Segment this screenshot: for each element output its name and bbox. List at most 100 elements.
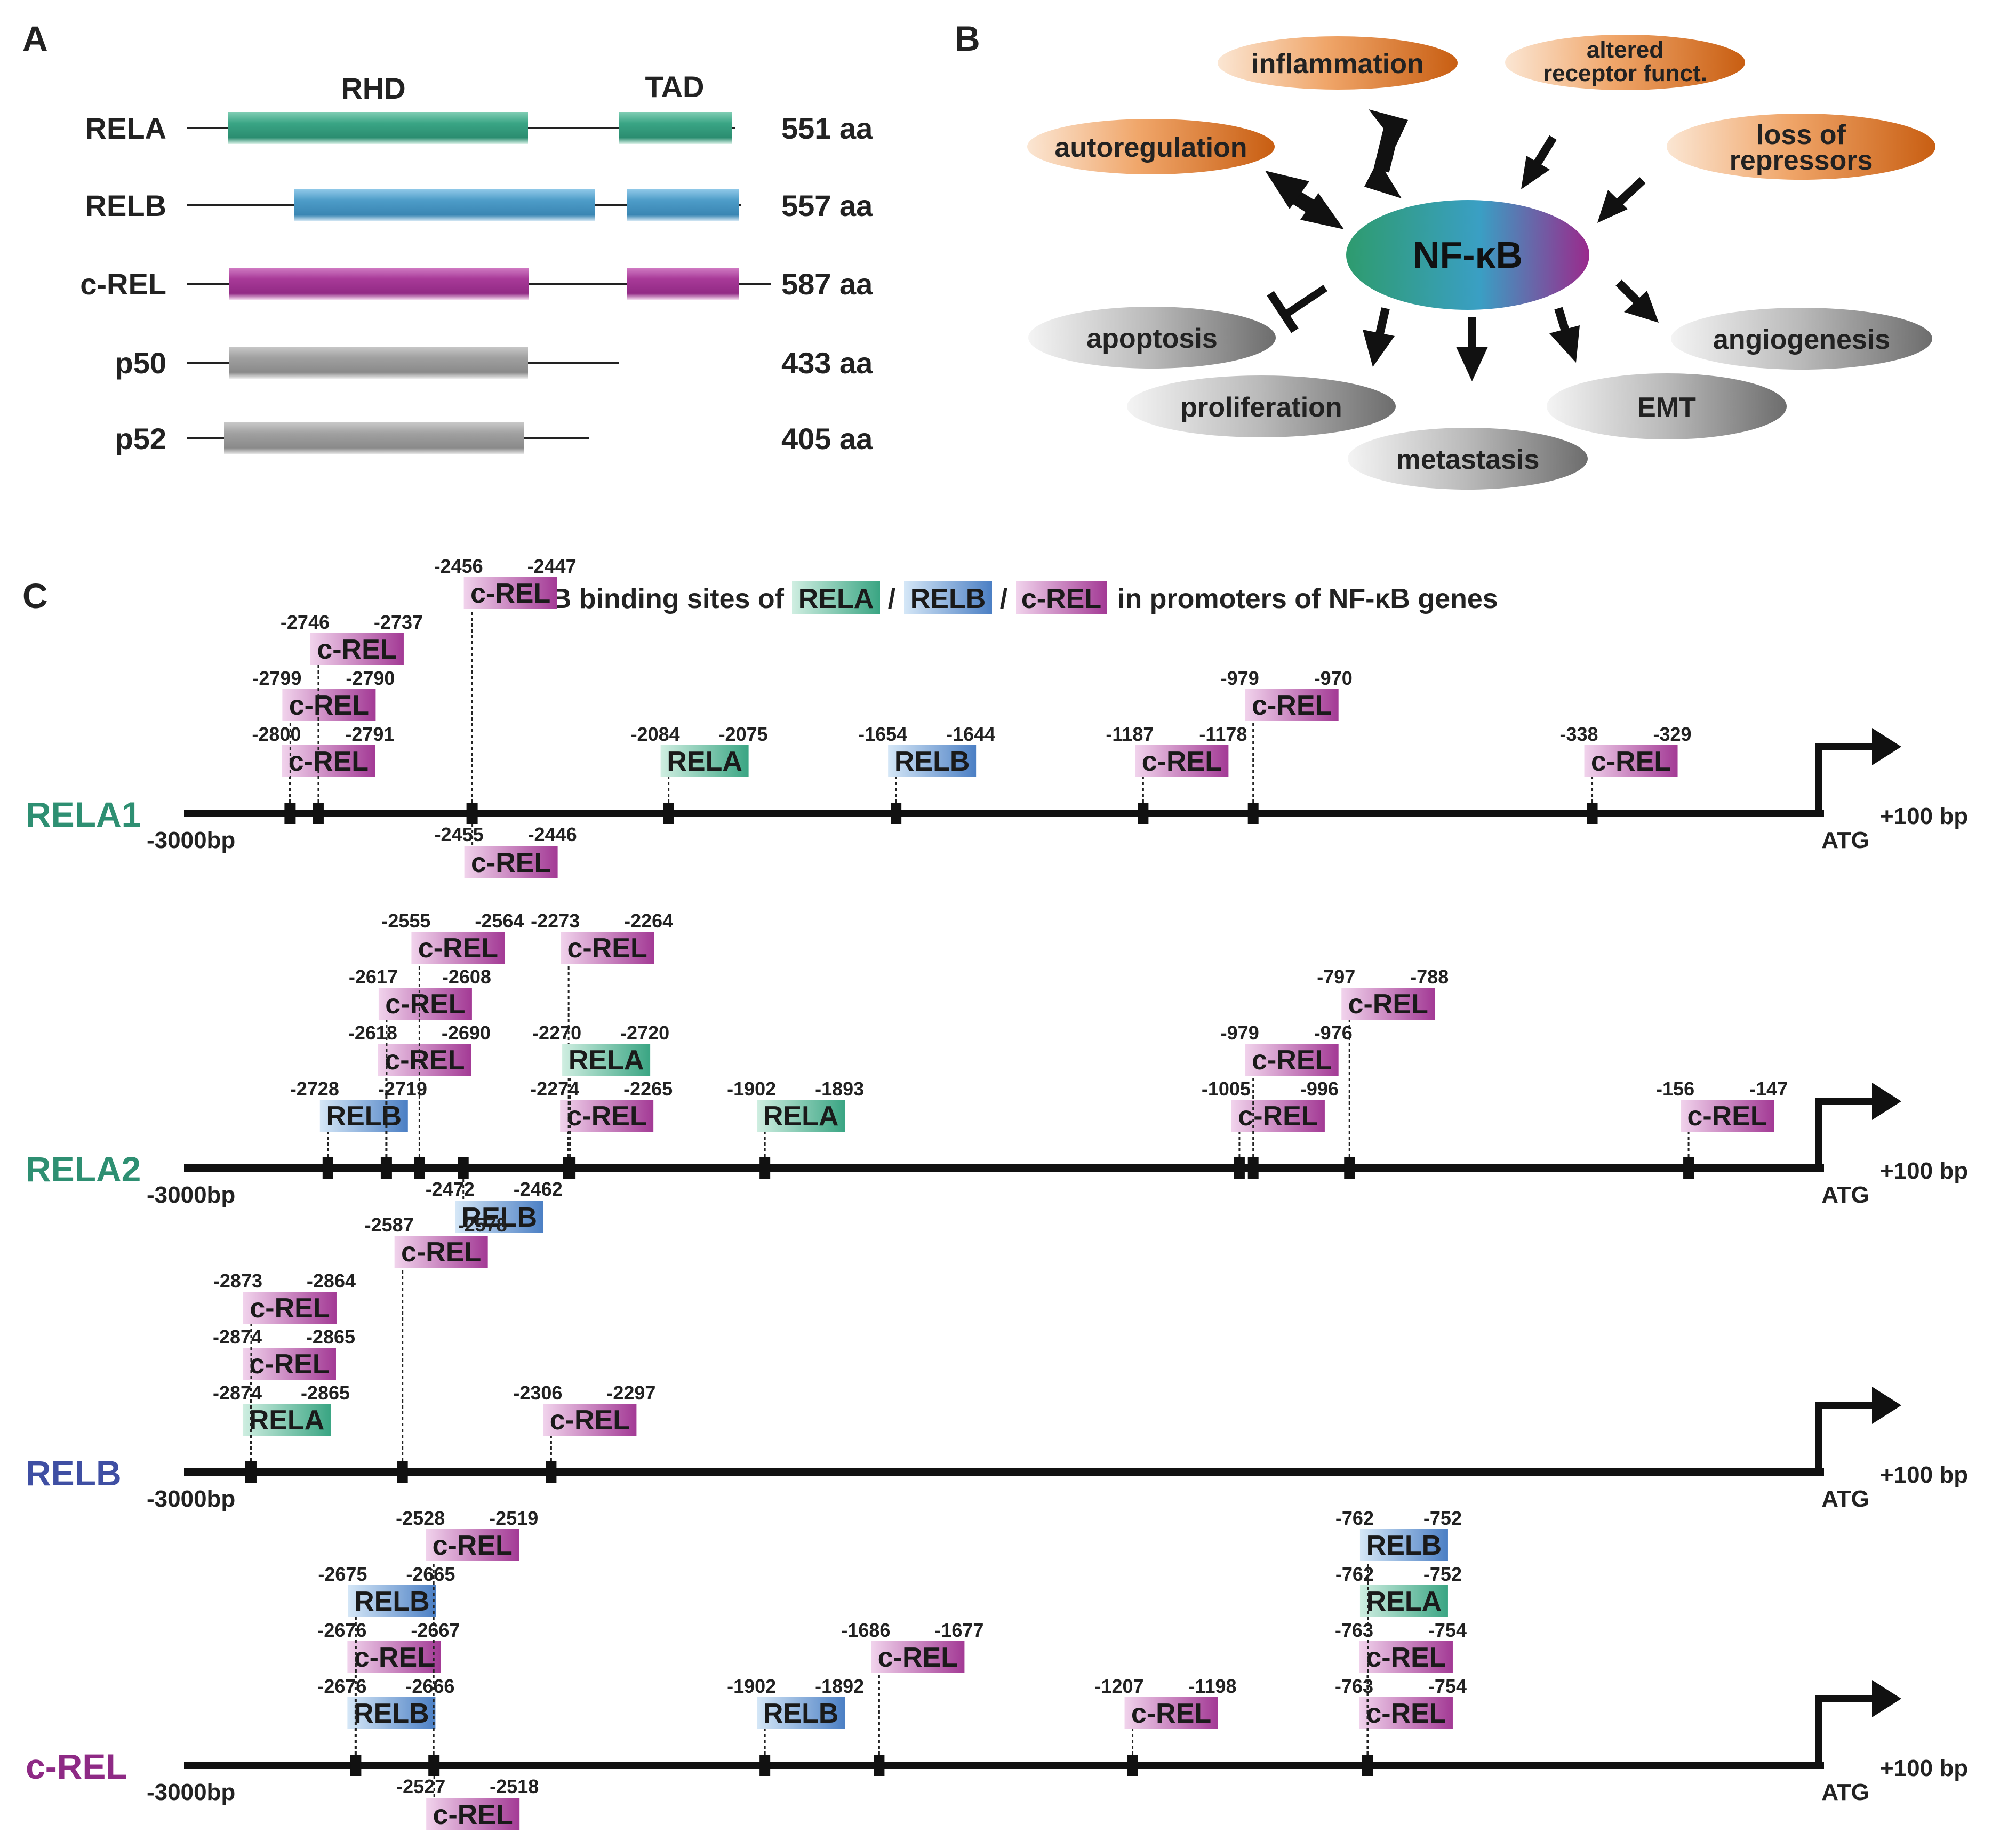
- site-marker: [1683, 1157, 1694, 1179]
- site-start: -2676: [317, 1675, 366, 1697]
- site-label-chip: [871, 1641, 965, 1673]
- binding-site: c-REL-2617-2608: [349, 966, 491, 1179]
- nfkb-ellipse: [1346, 200, 1589, 310]
- binding-site: c-REL-2555-2564: [381, 910, 524, 1179]
- site-factor: c-REL: [250, 1293, 330, 1324]
- binding-site: c-REL-156-147: [1656, 1078, 1788, 1179]
- binding-site: RELA-2270-2720: [532, 1022, 669, 1179]
- site-start: -2455: [435, 823, 484, 845]
- site-start: -1207: [1095, 1675, 1144, 1697]
- protein-name: c-REL: [80, 267, 166, 301]
- ellipse-inflammation: [1218, 36, 1458, 90]
- tss-arrowhead: [1872, 728, 1901, 765]
- site-label-chip: [347, 1697, 436, 1729]
- binding-site: RELB-2675-2665: [318, 1563, 455, 1776]
- site-start: -2306: [513, 1382, 562, 1404]
- protein-length: 433 aa: [781, 346, 873, 380]
- label-metastasis: metastasis: [1396, 444, 1540, 475]
- site-label-chip: [1341, 988, 1435, 1020]
- title-prefix: κB binding sites of: [536, 583, 785, 614]
- site-factor: c-REL: [567, 1101, 647, 1132]
- site-end: -752: [1423, 1563, 1462, 1585]
- site-start: -2456: [434, 555, 483, 577]
- site-factor: c-REL: [418, 933, 498, 964]
- site-label-chip: [1135, 745, 1229, 777]
- binding-site: c-REL-2456-2447: [434, 555, 577, 824]
- binding-site: RELA-2084-2075: [631, 723, 768, 824]
- tss-arrow: [1815, 1695, 1877, 1765]
- binding-site: c-REL-979-976: [1221, 1022, 1353, 1179]
- atg-label: ATG: [1821, 1182, 1869, 1208]
- site-marker: [1127, 1755, 1138, 1776]
- site-label-chip: [1584, 745, 1678, 777]
- gene-name: RELA1: [26, 795, 141, 834]
- site-factor: RELA: [1366, 1586, 1442, 1617]
- site-start: -2273: [531, 910, 580, 932]
- site-start: -2874: [213, 1326, 262, 1348]
- site-start: -797: [1317, 966, 1355, 988]
- site-marker: [759, 1755, 771, 1776]
- site-start: -979: [1221, 1022, 1259, 1044]
- site-start: -2472: [426, 1178, 475, 1200]
- ellipse-autoregulation: [1027, 119, 1275, 174]
- binding-site: c-REL-2676-2667: [317, 1619, 460, 1776]
- site-end: -2608: [442, 966, 491, 988]
- site-factor: c-REL: [317, 634, 397, 665]
- site-label-chip: [411, 932, 505, 964]
- atg-label: ATG: [1821, 827, 1869, 853]
- panel-label-b: B: [955, 19, 980, 58]
- site-end: -754: [1428, 1619, 1467, 1641]
- site-start: -763: [1335, 1619, 1373, 1641]
- ellipse-emt: [1547, 373, 1787, 439]
- binding-site: c-REL-2587-2578: [365, 1214, 507, 1483]
- site-label-chip: [242, 1348, 336, 1380]
- site-marker: [874, 1755, 885, 1776]
- site-end: -2462: [514, 1178, 563, 1200]
- gene-track-rela2: RELA2-3000bp+100 bpATGRELB-2728-2719c-RE…: [26, 910, 1968, 1233]
- site-end: -2578: [458, 1214, 507, 1236]
- title-suffix: in promoters of NF-κB genes: [1117, 583, 1498, 614]
- site-end: -996: [1300, 1078, 1339, 1100]
- site-marker: [397, 1461, 408, 1483]
- site-end: -2690: [442, 1022, 491, 1044]
- gene-track-rela1: RELA1-3000bp+100 bpATGc-REL-2800-2791c-R…: [26, 555, 1968, 878]
- site-start: -2746: [281, 611, 330, 633]
- title-chip-crel: [1016, 581, 1107, 614]
- site-factor: c-REL: [550, 1405, 630, 1436]
- site-factor: RELA: [763, 1101, 839, 1132]
- site-label-chip: [242, 1404, 331, 1436]
- binding-site: RELB-2728-2719: [290, 1078, 427, 1179]
- site-marker: [1362, 1755, 1373, 1776]
- site-factor: c-REL: [289, 690, 369, 721]
- binding-site: c-REL-763-754: [1335, 1619, 1467, 1776]
- panel-label-a: A: [22, 19, 48, 58]
- site-marker: [663, 803, 674, 824]
- site-factor: c-REL: [1252, 1045, 1332, 1076]
- site-factor: c-REL: [471, 847, 551, 878]
- site-label-chip: [347, 1641, 441, 1673]
- ellipse-proliferation: [1127, 375, 1396, 437]
- binding-site: c-REL-1187-1178: [1106, 723, 1247, 824]
- tss-arrow: [1815, 1402, 1877, 1472]
- site-label-chip: [1681, 1100, 1774, 1132]
- protein-name: p50: [115, 346, 167, 380]
- site-end: -2865: [306, 1326, 355, 1348]
- gene-name: c-REL: [26, 1747, 127, 1786]
- site-factor: c-REL: [1591, 746, 1671, 777]
- site-end: -2446: [528, 823, 577, 845]
- site-end: -2665: [406, 1563, 455, 1585]
- site-marker: [565, 1157, 576, 1179]
- site-end: -2518: [490, 1775, 539, 1797]
- site-label-chip: [463, 577, 557, 609]
- binding-site: c-REL-2455 -2446: [435, 803, 577, 878]
- site-factor: c-REL: [289, 746, 369, 777]
- site-label-chip: [561, 932, 654, 964]
- site-start: -2728: [290, 1078, 339, 1100]
- site-end: -2864: [307, 1270, 356, 1292]
- tss-arrowhead: [1872, 1387, 1901, 1424]
- binding-site: c-REL-1005-996: [1202, 1078, 1339, 1179]
- binding-site: c-REL-797-788: [1317, 966, 1449, 1179]
- site-end: -2265: [623, 1078, 673, 1100]
- output-ellipses: apoptosis proliferation metastasis EMT a…: [1028, 307, 1932, 490]
